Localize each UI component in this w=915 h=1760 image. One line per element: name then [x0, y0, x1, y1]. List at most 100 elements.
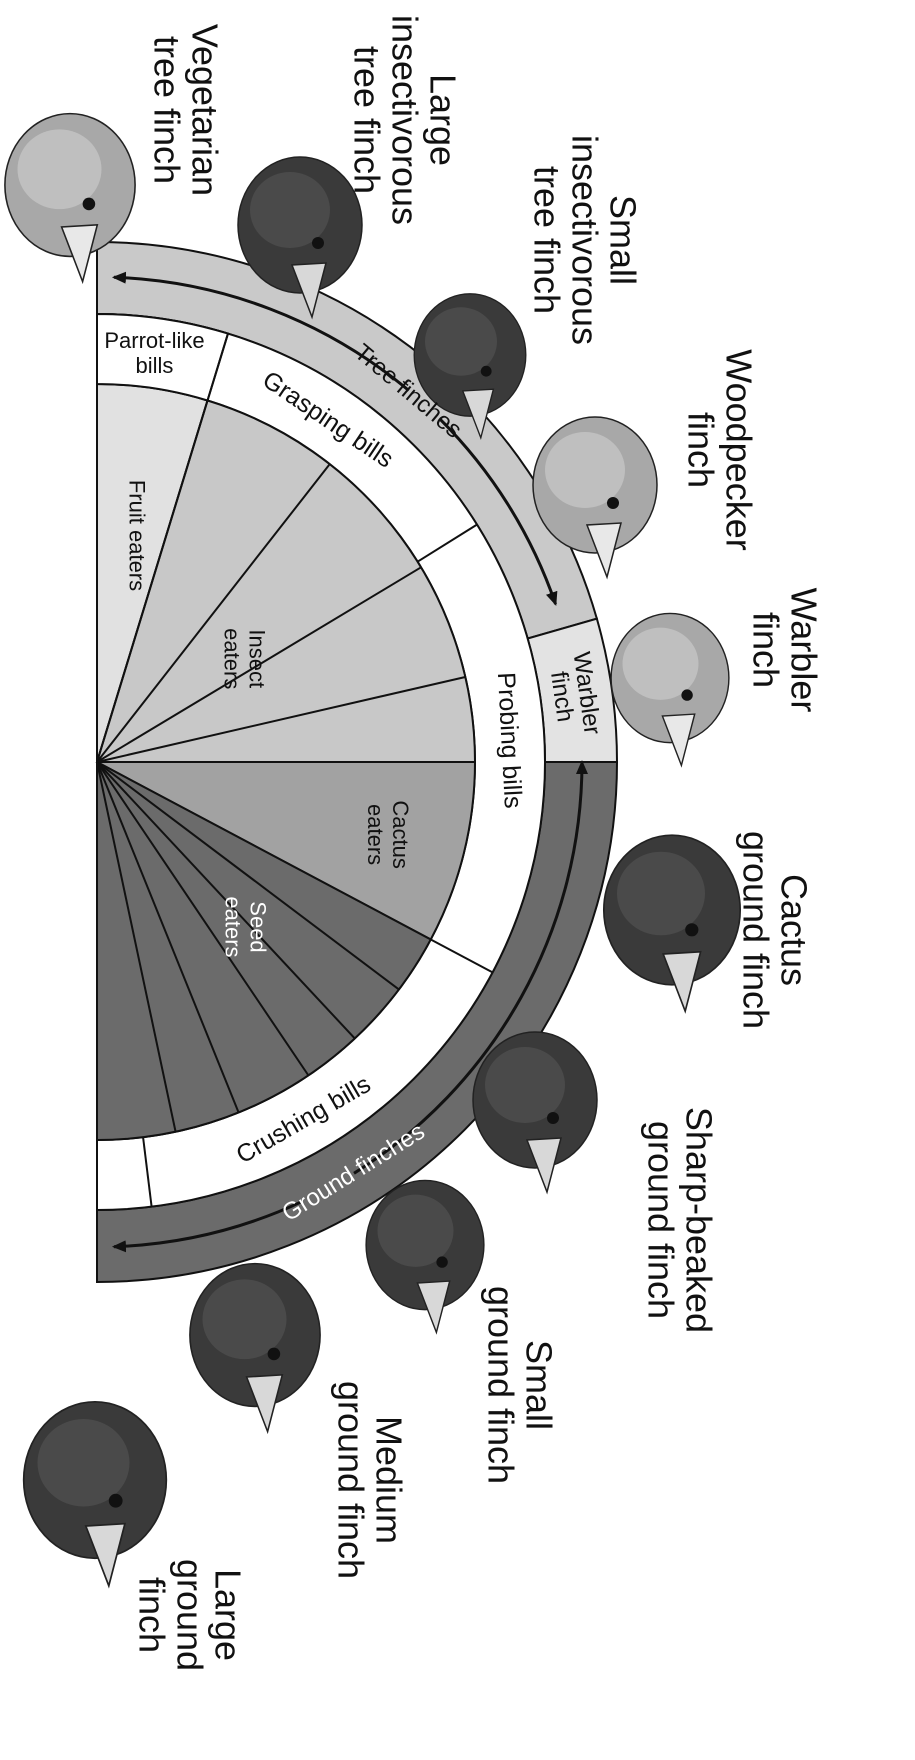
- species-name-line: ground finch: [481, 1286, 522, 1484]
- divider-line: [96, 566, 422, 763]
- ground-arrow-up: [353, 760, 588, 1175]
- finch-eye: [436, 1256, 448, 1268]
- fruit-eaters-label-line: Fruit eaters: [124, 480, 149, 591]
- finch-head-highlight: [17, 129, 102, 210]
- divider-line: [430, 938, 494, 974]
- insect-eaters-label-line: eaters: [219, 628, 244, 689]
- species-name-line: Sharp-beaked: [679, 1107, 720, 1333]
- finch-eye: [267, 1347, 281, 1361]
- finch-beak-shape: [662, 950, 702, 1014]
- species-name-line: finch: [681, 412, 722, 488]
- finch-head-highlight: [617, 851, 705, 936]
- species-name-line: Large: [423, 74, 464, 166]
- fruit-eaters-label: Fruit eaters: [124, 480, 149, 591]
- finch-head-icon: [189, 1262, 321, 1435]
- species-name-line: Large: [208, 1569, 249, 1661]
- species-name-line: finch: [132, 1577, 173, 1653]
- finch-beak-shape: [245, 1374, 284, 1435]
- finch-head-icon: [472, 1031, 598, 1195]
- finch-beak-shape: [461, 388, 495, 441]
- finch-head-icon: [602, 834, 742, 1014]
- finch-head-icon: [22, 1400, 168, 1589]
- finch-head-highlight: [377, 1194, 454, 1267]
- parrot-like-bills-label-line: Parrot-like: [104, 328, 204, 353]
- species-name-line: Vegetarian: [185, 24, 226, 196]
- divider-line: [96, 761, 356, 1040]
- species-name-line: Small: [519, 1340, 560, 1430]
- finch-head-highlight: [425, 307, 497, 376]
- finch-eye: [681, 689, 693, 701]
- finch-eye: [685, 923, 699, 937]
- finch-eye: [312, 237, 324, 249]
- divider-line: [417, 523, 478, 563]
- finch-eye: [607, 497, 619, 509]
- finch-beak-shape: [585, 522, 622, 580]
- species-name-line: ground finch: [641, 1121, 682, 1319]
- finch-beak-shape: [84, 1522, 127, 1589]
- fan-dividers: [96, 333, 494, 1207]
- finch-head-icon: [413, 293, 527, 441]
- species-name-line: finch: [746, 612, 787, 688]
- species-name-line: ground finch: [736, 831, 777, 1029]
- finch-eye: [82, 197, 96, 211]
- finch-head-highlight: [545, 432, 625, 508]
- species-name-line: tree finch: [347, 46, 388, 194]
- finch-head-highlight: [250, 172, 330, 248]
- finch-head-icon: [365, 1179, 485, 1335]
- fan-shapes: [95, 240, 619, 1284]
- divider-line: [96, 675, 466, 763]
- species-name-line: Medium: [369, 1416, 410, 1544]
- finch-eye: [108, 1493, 123, 1508]
- finch-beak-shape: [416, 1280, 451, 1335]
- finch-eye: [480, 365, 492, 377]
- divider-line: [142, 1137, 153, 1207]
- finch-beak-shape: [661, 713, 696, 768]
- finch-head-icon: [4, 112, 136, 285]
- divider-line: [96, 761, 310, 1076]
- finch-head-icon: [532, 416, 658, 580]
- divider-line: [96, 761, 400, 991]
- finch-head-highlight: [622, 627, 699, 700]
- finch-head-highlight: [485, 1047, 565, 1123]
- tree-arrow-left: [111, 271, 410, 392]
- species-name-line: Cactus: [774, 874, 815, 986]
- finch-beak-shape: [525, 1137, 562, 1195]
- finch-head-icon: [610, 612, 730, 768]
- tree-arrow-right: [438, 417, 558, 606]
- species-name-line: ground: [170, 1559, 211, 1671]
- divider-line: [96, 333, 229, 763]
- species-name-line: insectivorous: [385, 15, 426, 225]
- species-name-line: Warbler: [784, 588, 825, 713]
- finch-head-highlight: [202, 1279, 287, 1360]
- cactus-eaters-label-line: Cactus: [388, 800, 413, 868]
- species-name-line: tree finch: [527, 166, 568, 314]
- species-name-line: ground finch: [331, 1381, 372, 1579]
- insect-eaters-label-line: Insect: [244, 629, 269, 688]
- insect-eaters-wedge: [95, 399, 477, 763]
- finch-head-icon: [237, 156, 363, 320]
- species-name-line: Woodpecker: [719, 349, 760, 550]
- parrot-like-bills-label-line: bills: [136, 353, 174, 378]
- seed-eaters-label-line: Seed: [246, 901, 271, 952]
- group-arrows: [111, 271, 588, 1253]
- finch-heads: [4, 112, 742, 1589]
- divider-line: [96, 761, 240, 1113]
- ground-arrow-down: [111, 1200, 303, 1253]
- seed-eaters-label-line: eaters: [221, 896, 246, 957]
- divider-line: [96, 761, 177, 1132]
- cactus-eaters-wedge: [96, 761, 477, 941]
- species-name-line: tree finch: [147, 36, 188, 184]
